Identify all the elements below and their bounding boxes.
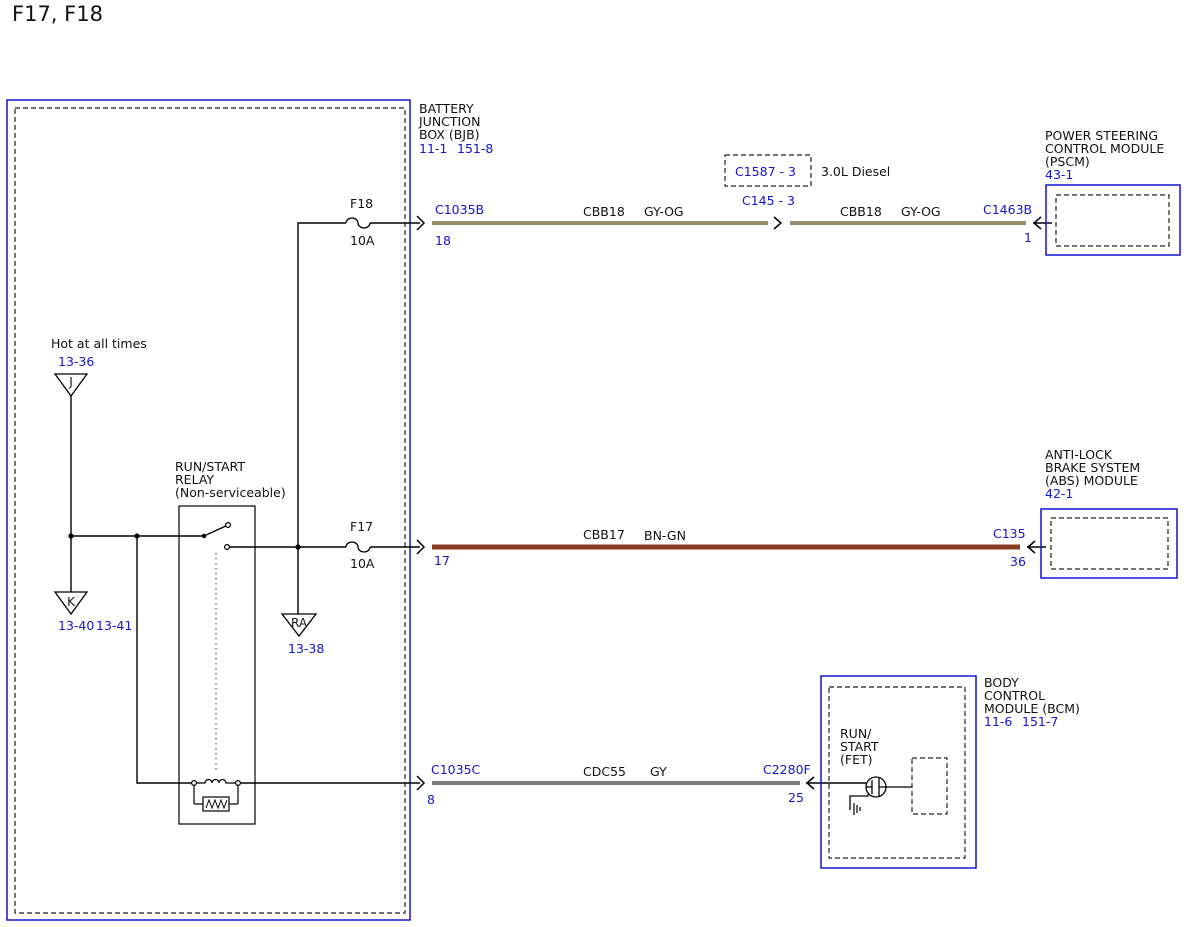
abs-name-line-2: BRAKE SYSTEM [1045, 460, 1140, 475]
connector-arrow-icon [1026, 540, 1036, 554]
relay-name-line-2: RELAY [175, 472, 214, 487]
splice-ra-letter: RA [291, 616, 308, 630]
splice-ra-ref: 13-38 [288, 641, 324, 656]
splice-k-icon: K [53, 591, 89, 616]
splice-ra-icon: RA [280, 613, 318, 638]
connector-c1035b: C1035B [435, 202, 484, 217]
pin-17: 17 [434, 553, 450, 568]
connector-arrow-icon [416, 215, 426, 231]
fuse-f18-icon [345, 217, 371, 229]
fuse-f18-rating: 10A [350, 233, 375, 248]
connector-arrow-icon [1032, 216, 1042, 230]
color-gy-og-left: GY-OG [644, 204, 684, 219]
connector-c145: C145 - 3 [742, 193, 795, 208]
connector-arrow-icon [416, 539, 426, 555]
page-title: F17, F18 [12, 2, 103, 26]
bcm-ref-2: 151-7 [1022, 714, 1058, 729]
fuse-f17-icon [345, 541, 371, 553]
option-connector-box [724, 154, 812, 187]
f18-feed-wire [297, 222, 346, 614]
diesel-option-label: 3.0L Diesel [821, 164, 890, 179]
pin-25: 25 [788, 790, 804, 805]
bcm-module [820, 675, 977, 869]
run-start-relay [178, 505, 256, 825]
fuse-f17-name: F17 [350, 519, 373, 534]
connector-c1035c: C1035C [431, 762, 481, 777]
relay-coil-feed-wire [136, 536, 194, 784]
abs-module [1040, 508, 1178, 579]
pin-36: 36 [1010, 554, 1026, 569]
bjb-ref-1: 11-1 [419, 141, 447, 156]
splice-k-ref-2: 13-41 [96, 618, 132, 633]
splice-j-icon: J [53, 373, 89, 398]
connector-arrow-icon [416, 775, 426, 791]
splice-k-letter: K [67, 595, 76, 609]
abs-name-line-3: (ABS) MODULE [1045, 473, 1138, 488]
color-gy-og-right: GY-OG [901, 204, 941, 219]
pscm-module [1045, 184, 1181, 256]
inline-connector-arrow-icon [773, 216, 783, 230]
bjb-name-line-3: BOX (BJB) [419, 127, 480, 142]
pin-8: 8 [427, 792, 435, 807]
bcm-name-line-1: BODY [984, 675, 1019, 690]
circuit-cdc55: CDC55 [583, 764, 626, 779]
color-bn-gn: BN-GN [644, 528, 686, 543]
splice-k-ref-1: 13-40 [58, 618, 94, 633]
bjb-name-line-2: JUNCTION [418, 114, 480, 129]
fet-label-line-3: (FET) [840, 752, 872, 767]
pscm-name-line-2: CONTROL MODULE [1045, 141, 1164, 156]
abs-name-line-1: ANTI-LOCK [1045, 447, 1113, 462]
color-gy: GY [650, 764, 667, 779]
bcm-ref-1: 11-6 [984, 714, 1012, 729]
abs-ref: 42-1 [1045, 486, 1073, 501]
connector-c1463b: C1463B [983, 202, 1032, 217]
pin-1: 1 [1024, 230, 1032, 245]
connector-arrow-icon [805, 776, 815, 790]
connector-c135: C135 [993, 526, 1026, 541]
splice-j-letter: J [68, 375, 73, 389]
connector-c1587: C1587 - 3 [735, 164, 796, 179]
splice-j-ref: 13-36 [58, 354, 94, 369]
pscm-name-line-1: POWER STEERING [1045, 128, 1158, 143]
circuit-cbb18-right: CBB18 [840, 204, 882, 219]
relay-name-line-3: (Non-serviceable) [175, 485, 286, 500]
hot-at-all-times-label: Hot at all times [51, 336, 147, 351]
splice-dot [68, 533, 74, 539]
bjb-name-line-1: BATTERY [419, 101, 474, 116]
bjb-label: BATTERY JUNCTION BOX (BJB) 11-1 151-8 [418, 101, 493, 156]
bjb-ref-2: 151-8 [457, 141, 493, 156]
bcm-name-line-2: CONTROL [984, 688, 1045, 703]
battery-junction-box [6, 99, 411, 921]
fuse-f17-rating: 10A [350, 556, 375, 571]
bcm-name-line-3: MODULE (BCM) [984, 701, 1080, 716]
relay-name-line-1: RUN/START [175, 459, 245, 474]
pscm-ref: 43-1 [1045, 167, 1073, 182]
pscm-name-line-3: (PSCM) [1045, 154, 1090, 169]
circuit-cbb17: CBB17 [583, 527, 625, 542]
circuit-cbb18-left: CBB18 [583, 204, 625, 219]
fuse-f18-name: F18 [350, 196, 373, 211]
connector-c2280f: C2280F [763, 762, 811, 777]
fet-label-line-2: START [840, 739, 879, 754]
pin-18: 18 [435, 233, 451, 248]
fet-label-line-1: RUN/ [840, 726, 872, 741]
